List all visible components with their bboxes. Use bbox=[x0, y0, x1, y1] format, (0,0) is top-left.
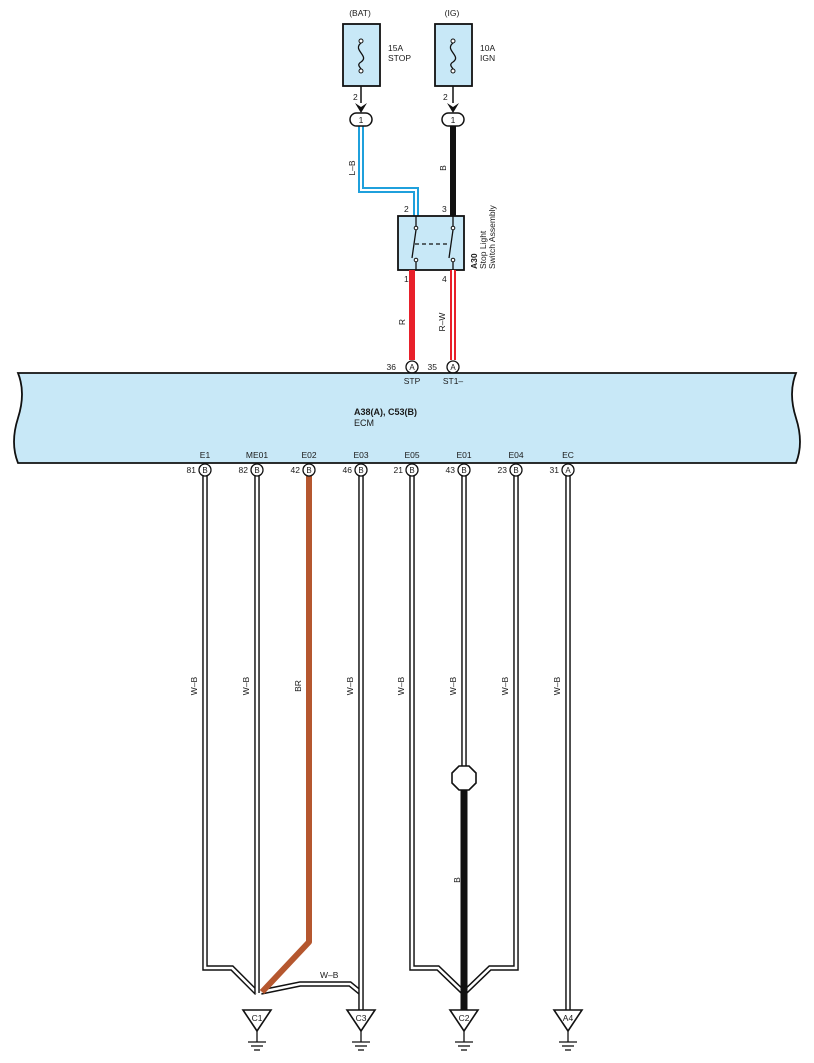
ecm-pin-conn-letter: A bbox=[450, 363, 456, 372]
ground-point-c3: C3 bbox=[345, 1009, 377, 1051]
ecm-pin-number: 42 bbox=[291, 465, 301, 475]
junction-label: 1 bbox=[451, 115, 456, 125]
ecm-pin-name: E04 bbox=[508, 450, 523, 460]
wire-label: W–B bbox=[241, 676, 251, 695]
ground-label: A4 bbox=[563, 1013, 574, 1023]
switch-name-line2: Switch Assembly bbox=[487, 204, 497, 269]
ecm-pin-connector bbox=[561, 463, 575, 477]
ecm-pin-connector bbox=[405, 463, 419, 477]
wire-w-b-e1 bbox=[202, 476, 259, 995]
ecm-pin-conn-letter: B bbox=[409, 466, 414, 475]
wire-label: BR bbox=[293, 680, 303, 692]
ecm-title: A38(A), C53(B) bbox=[354, 407, 417, 417]
ecm-pin-number: 21 bbox=[394, 465, 404, 475]
wire-br-e02 bbox=[259, 476, 312, 995]
ecm-pin-connector bbox=[354, 463, 368, 477]
ecm-pin-connector bbox=[509, 463, 523, 477]
ground-point-a4: A4 bbox=[552, 1009, 584, 1051]
ecm-pin-name: E03 bbox=[353, 450, 368, 460]
wire-label: W–B bbox=[345, 676, 355, 695]
wire-label: W–B bbox=[189, 676, 199, 695]
junction-connector bbox=[441, 112, 465, 127]
ecm-pin-name: E05 bbox=[404, 450, 419, 460]
ecm-pin-name-stp: STP bbox=[404, 376, 421, 386]
junction-connector bbox=[349, 112, 373, 127]
ecm-pin-number: 23 bbox=[498, 465, 508, 475]
fuse-source-ig: (IG) bbox=[445, 8, 460, 18]
ground-label: C3 bbox=[356, 1013, 367, 1023]
ecm-pin-name: EC bbox=[562, 450, 574, 460]
fuse-pin-ign: 2 bbox=[443, 92, 448, 102]
splice-point bbox=[451, 765, 477, 791]
ground-label: C1 bbox=[252, 1013, 263, 1023]
wire-label: W–B bbox=[552, 676, 562, 695]
fuse-box-stop bbox=[342, 23, 381, 87]
ecm-pin-name: E1 bbox=[200, 450, 211, 460]
ground-point-c1: C1 bbox=[241, 1009, 273, 1051]
fuse-name-stop: STOP bbox=[388, 53, 411, 63]
ecm-subtitle: ECM bbox=[354, 418, 374, 428]
fuse-icon-ign bbox=[449, 38, 457, 74]
connector-arrow-icon bbox=[355, 103, 367, 113]
ecm-pin-number: 31 bbox=[550, 465, 560, 475]
ecm-pin-conn-letter: B bbox=[358, 466, 363, 475]
wire-w-b-e05 bbox=[409, 476, 466, 995]
fuse-source-bat: (BAT) bbox=[349, 8, 371, 18]
wire-label-l-b: L–B bbox=[347, 160, 357, 175]
ecm-pin-connector bbox=[250, 463, 264, 477]
wire-label-b-splice: B bbox=[452, 877, 462, 883]
ecm-pin-conn-letter: B bbox=[254, 466, 259, 475]
ecm-pin-connector bbox=[302, 463, 316, 477]
ecm-pin-conn-letter: B bbox=[513, 466, 518, 475]
ecm-pin-connector bbox=[198, 463, 212, 477]
fuse-rating-ign: 10A bbox=[480, 43, 495, 53]
fuse-icon-stop bbox=[357, 38, 365, 74]
switch-name-line1: Stop Light bbox=[478, 230, 488, 269]
ground-label: C2 bbox=[459, 1013, 470, 1023]
ecm-pin-conn-letter: A bbox=[565, 466, 571, 475]
switch-pin-4: 4 bbox=[442, 274, 447, 284]
switch-contacts-icon bbox=[411, 216, 456, 270]
ecm-pin-conn-letter: B bbox=[306, 466, 311, 475]
wire-label: W–B bbox=[396, 676, 406, 695]
wire-w-b-e04 bbox=[462, 476, 519, 995]
wire-label: W–B bbox=[500, 676, 510, 695]
wire-label-r-w: R–W bbox=[437, 313, 447, 332]
wire-label-jumper: W–B bbox=[320, 970, 339, 980]
ecm-pin-number: 43 bbox=[446, 465, 456, 475]
fuse-name-ign: IGN bbox=[480, 53, 495, 63]
ecm-pin-number: 46 bbox=[343, 465, 353, 475]
ecm-pin-name: E02 bbox=[301, 450, 316, 460]
ecm-pin-conn-letter: A bbox=[409, 363, 415, 372]
ecm-pin-name-st1: ST1– bbox=[443, 376, 464, 386]
ecm-pin-conn-letter: B bbox=[461, 466, 466, 475]
fuse-rating-stop: 15A bbox=[388, 43, 403, 53]
fuse-pin-stop: 2 bbox=[353, 92, 358, 102]
wire-w-b-jumper bbox=[260, 981, 363, 996]
wire-l-b bbox=[358, 126, 419, 216]
ecm-pin-name: ME01 bbox=[246, 450, 268, 460]
ecm-pin-name: E01 bbox=[456, 450, 471, 460]
junction-label: 1 bbox=[359, 115, 364, 125]
ecm-pin-number: 82 bbox=[239, 465, 249, 475]
wire-label-r: R bbox=[397, 319, 407, 325]
ecm-pin-connector bbox=[457, 463, 471, 477]
switch-code: A30 bbox=[469, 253, 479, 269]
ecm-pin-conn-letter: B bbox=[202, 466, 207, 475]
ecm-pin-number: 35 bbox=[428, 362, 438, 372]
ecm-box bbox=[13, 372, 801, 464]
fuse-box-ign bbox=[434, 23, 473, 87]
switch-pin-1: 1 bbox=[404, 274, 409, 284]
switch-pin-2: 2 bbox=[404, 204, 409, 214]
ecm-pin-number: 81 bbox=[187, 465, 197, 475]
wire-label: W–B bbox=[448, 676, 458, 695]
switch-pin-3: 3 bbox=[442, 204, 447, 214]
connector-arrow-icon bbox=[447, 103, 459, 113]
ecm-pin-number: 36 bbox=[387, 362, 397, 372]
ground-point-c2: C2 bbox=[448, 1009, 480, 1051]
wire-label-b-upper: B bbox=[438, 165, 448, 171]
